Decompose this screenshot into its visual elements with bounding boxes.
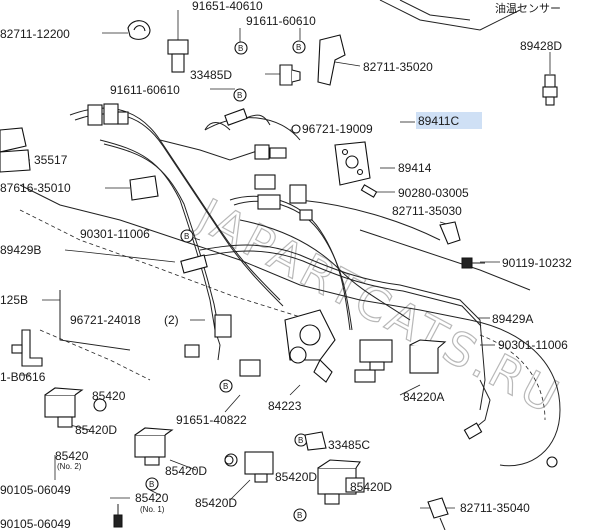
part-clip-82711-35040 <box>427 497 449 530</box>
part-sensor-89414 <box>334 141 371 186</box>
label-33485D[interactable]: 33485D <box>190 68 232 82</box>
svg-text:B: B <box>149 480 154 489</box>
part-clip-33485D <box>279 64 301 86</box>
label-35517[interactable]: 35517 <box>34 153 68 167</box>
sensor-icon-89428D <box>542 74 558 106</box>
part-bolt-90280-03005 <box>360 184 378 198</box>
part-clip-33485C <box>304 431 327 451</box>
svg-text:B: B <box>184 232 189 241</box>
part-bracket-91651-40610 <box>167 39 189 73</box>
part-sensor-89429A <box>463 379 491 440</box>
valve-icon-85420-d <box>317 459 365 505</box>
connector-icon-89429B <box>180 254 208 274</box>
watermark: JAPARTCATS.RU <box>186 187 571 426</box>
svg-text:B: B <box>296 43 301 52</box>
valve-icon-85420-a <box>44 387 84 428</box>
label-89411C[interactable]: 89411C <box>418 114 459 128</box>
part-connector-87616-35010 <box>129 175 159 201</box>
label-85420D-c[interactable]: 85420D <box>275 470 317 484</box>
label-96721-24018-qty: (2) <box>164 313 179 327</box>
label-91651-40822[interactable]: 91651-40822 <box>176 413 247 427</box>
svg-text:B: B <box>238 44 243 53</box>
label-85420D-a[interactable]: 85420D <box>75 423 117 437</box>
o-ring-icon <box>93 124 558 468</box>
label-85420D-d[interactable]: 85420D <box>195 496 237 510</box>
svg-text:B: B <box>298 436 303 445</box>
part-bolt-90119-10232 <box>461 257 485 269</box>
label-85420-mid[interactable]: 85420 <box>135 491 169 505</box>
label-84220A[interactable]: 84220A <box>403 390 444 404</box>
label-89429B[interactable]: 89429B <box>0 243 41 257</box>
label-33485C[interactable]: 33485C <box>328 438 370 452</box>
label-82711-12200[interactable]: 82711-12200 <box>0 27 70 41</box>
part-clip-82711-35020 <box>317 34 346 86</box>
label-85420-no2[interactable]: 85420 <box>55 449 89 463</box>
label-82711-35040[interactable]: 82711-35040 <box>460 501 530 515</box>
label-85420D-b[interactable]: 85420D <box>165 464 207 478</box>
label-91611-60610-top[interactable]: 91611-60610 <box>246 14 316 28</box>
label-125B[interactable]: 125B <box>0 293 28 307</box>
part-bolt-90105-06049 <box>113 504 123 528</box>
label-89428D[interactable]: 89428D <box>520 39 562 53</box>
part-connector-89411C <box>224 108 287 160</box>
valve-icon-85420-b <box>134 427 174 466</box>
label-89429A[interactable]: 89429A <box>492 312 533 326</box>
label-89414[interactable]: 89414 <box>398 161 432 175</box>
highlight-89411C <box>416 112 482 129</box>
label-jp-sensor: 油温センサー <box>495 1 561 15</box>
label-82711-35030[interactable]: 82711-35030 <box>392 204 462 218</box>
label-96721-19009[interactable]: 96721-19009 <box>302 122 373 136</box>
label-90119-10232[interactable]: 90119-10232 <box>502 256 572 270</box>
label-85420-mid-note: (No. 1) <box>140 505 165 514</box>
part-clip-35517 <box>0 127 31 173</box>
part-clamp-82711-12200 <box>127 20 151 40</box>
valve-icon-85420-c <box>244 451 274 483</box>
label-96721-24018[interactable]: 96721-24018 <box>70 313 141 327</box>
bolt-b-icon: B B B B B B B B B <box>145 40 308 522</box>
label-90301-11006-right[interactable]: 90301-11006 <box>498 338 568 352</box>
svg-text:B: B <box>223 382 228 391</box>
svg-text:B: B <box>297 511 302 520</box>
label-85420-left[interactable]: 85420 <box>92 389 126 403</box>
label-91651-40610[interactable]: 91651-40610 <box>192 0 263 13</box>
label-90105-06049[interactable]: 90105-06049 <box>0 483 71 497</box>
label-1-B0616[interactable]: 1-B0616 <box>0 370 46 384</box>
label-90301-11006-left[interactable]: 90301-11006 <box>80 227 150 241</box>
part-clip-1-B0616 <box>11 329 43 367</box>
label-85420-no2-note: (No. 2) <box>57 462 82 471</box>
label-90105-06049-b[interactable]: 90105-06049 <box>0 517 71 530</box>
part-connectors-harness <box>87 103 376 383</box>
svg-text:B: B <box>237 91 242 100</box>
part-switch-84220A <box>359 339 447 374</box>
label-90280-03005[interactable]: 90280-03005 <box>398 186 469 200</box>
part-bracket-82711-35030 <box>439 221 461 245</box>
label-87616-35010[interactable]: 87616-35010 <box>0 181 71 195</box>
label-84223[interactable]: 84223 <box>268 399 302 413</box>
label-85420D-e[interactable]: 85420D <box>350 480 392 494</box>
label-82711-35020[interactable]: 82711-35020 <box>363 60 433 74</box>
label-91611-60610-mid[interactable]: 91611-60610 <box>110 83 180 97</box>
part-labels: 82711-12200 91651-40610 91611-60610 油温セン… <box>0 0 572 530</box>
valve-icon-84223 <box>284 309 336 383</box>
